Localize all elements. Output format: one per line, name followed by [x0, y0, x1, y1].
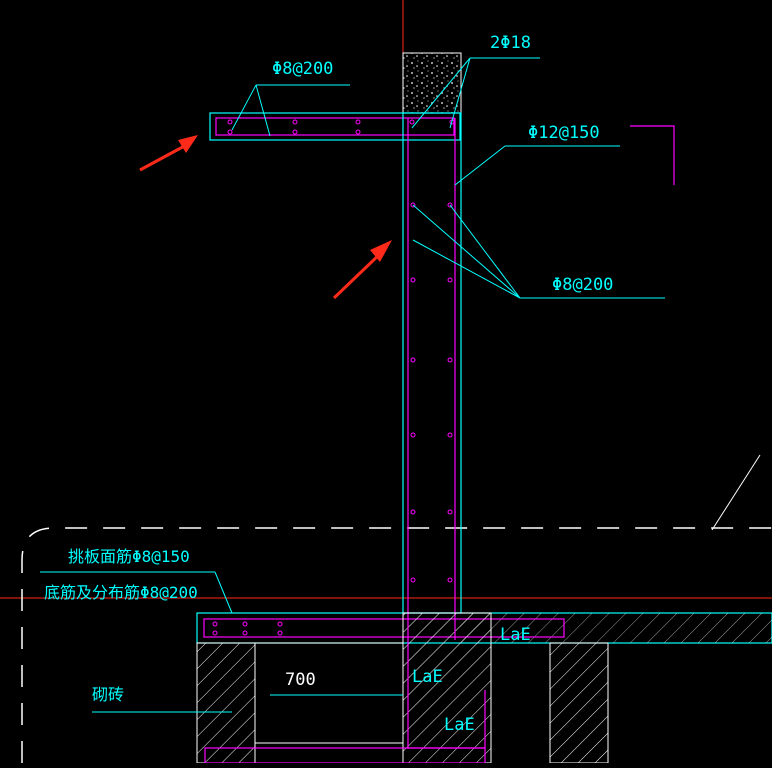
label-slab-bottom-rebar: 底筋及分布筋Φ8@200	[44, 583, 198, 602]
cantilever-slab-rebar	[215, 117, 455, 136]
masonry-mid-outline	[254, 642, 404, 744]
slope-line	[711, 454, 761, 531]
label-anchor-2: LaE	[412, 667, 443, 687]
label-masonry: 砌砖	[92, 685, 124, 704]
bottom-slab-rebar	[203, 618, 565, 638]
label-slab-top-rebar: 挑板面筋Φ8@150	[68, 547, 190, 566]
masonry-right	[549, 642, 609, 764]
red-arrow-1	[139, 135, 198, 172]
leader-lines	[40, 57, 665, 713]
wall-outline	[402, 112, 462, 614]
cantilever-slab-outline	[209, 112, 461, 141]
bottom-slab-hatch	[460, 613, 772, 643]
label-wall-rebar-outer: Φ12@150	[528, 123, 600, 143]
label-dimension: 700	[285, 670, 316, 690]
red-arrow-2	[332, 240, 392, 300]
wall-base-hatch	[402, 612, 492, 764]
top-concrete-block	[402, 52, 462, 114]
label-cantilever-rebar: Φ8@200	[272, 59, 333, 79]
anchor-rebar	[407, 615, 486, 749]
label-wall-rebar-dist: Φ8@200	[552, 275, 613, 295]
wall-rebar-dots	[410, 202, 453, 583]
label-anchor-1: LaE	[500, 625, 531, 645]
label-top-bar-rebar: 2Φ18	[490, 33, 531, 53]
dashed-boundary	[21, 527, 772, 763]
label-anchor-3: LaE	[444, 715, 475, 735]
slab-rebar-dots	[212, 621, 283, 636]
corner-marker	[630, 125, 675, 185]
masonry-left	[196, 642, 256, 764]
cantilever-rebar-dots	[227, 119, 455, 135]
